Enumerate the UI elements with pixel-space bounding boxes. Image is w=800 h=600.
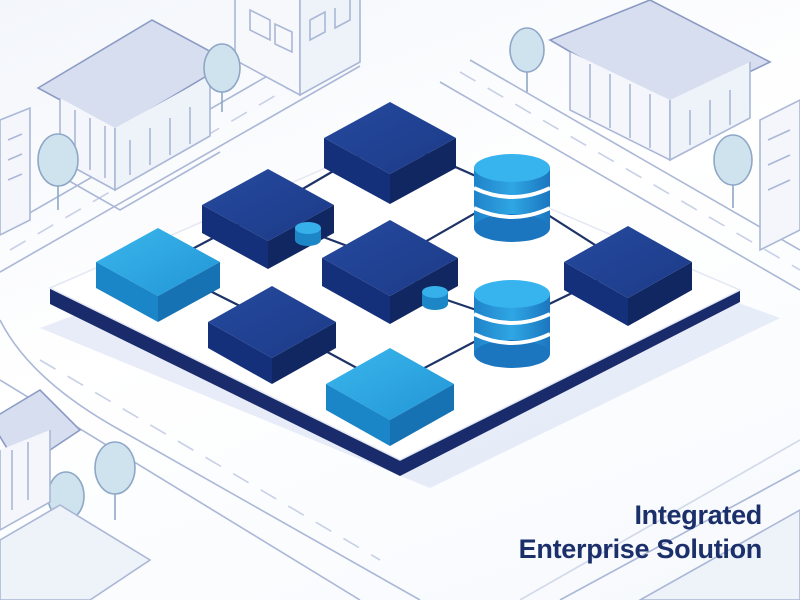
building-right	[759, 99, 800, 252]
module-cube-bottom-sky	[326, 348, 454, 446]
building-bottom-right	[638, 509, 800, 600]
connector-node-upper	[295, 222, 321, 246]
caption-line-2: Enterprise Solution	[518, 534, 763, 564]
building-top-left	[0, 106, 31, 236]
module-cube-right	[564, 226, 692, 326]
caption: Integrated Enterprise Solution	[432, 498, 763, 566]
trees	[37, 27, 753, 545]
caption-line-1: Integrated	[634, 500, 762, 530]
module-cube-center	[322, 220, 458, 324]
building-bottom-left	[0, 504, 152, 600]
connector-node-lower	[422, 286, 448, 310]
hanok-top-right	[548, 0, 772, 162]
database-icon-upper	[473, 154, 551, 242]
module-cube-lower-left	[208, 286, 336, 384]
database-icon-lower	[473, 280, 551, 368]
module-cube-left-sky	[96, 228, 220, 322]
module-cube-top	[324, 102, 456, 204]
hanok-bottom-left	[0, 388, 82, 531]
building-top-center	[234, 0, 361, 97]
